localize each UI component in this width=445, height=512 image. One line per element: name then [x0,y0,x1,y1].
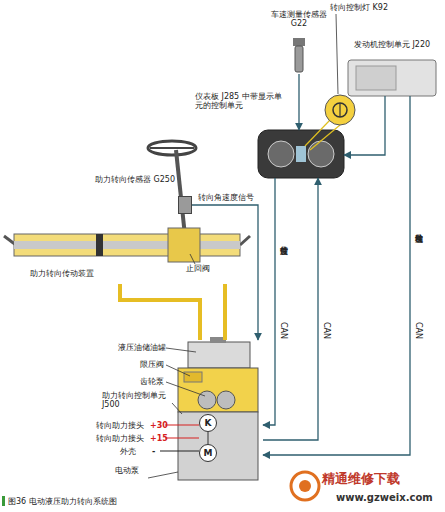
relay-circle: K [199,414,217,432]
node-text: 发动机控制单元 J220 [340,40,444,49]
part-label: CAN [322,322,331,339]
speed-sensor-drawing [293,38,305,72]
signal-line [344,96,385,155]
piston [96,234,103,256]
figure-caption: 图36 电动液压助力转向系统图 [8,497,208,506]
ecu-connector [356,66,396,90]
lamp-symbol [339,103,340,117]
node-text: 助力转向传动装置 [30,269,130,278]
steering-wheel [148,141,196,236]
part-label: 限压阀 [140,360,180,369]
cluster-housing [258,130,344,178]
steering-gear: 助力转向传动装置 [8,222,258,284]
leader-line [148,472,178,478]
wire [165,437,199,438]
part-label: 外壳 [120,447,150,456]
lamp-symbol [333,103,347,117]
signal-line [263,178,275,425]
watermark-logo [299,480,311,492]
sensor-body [295,46,303,72]
part-label: www.gzweix.com [336,492,444,504]
reservoir [188,342,250,368]
part-label: CAN [414,322,423,339]
circle-text: M [200,445,216,461]
node-text: 车速测量传感器 G22 [265,10,333,28]
part-label: 助力转向控制单元 J500 [102,391,174,409]
node-text: 助力转向传感器 G250 [91,175,175,184]
circle-text: K [200,415,216,431]
pump-drawing [148,337,258,480]
caption-bar [2,496,5,506]
part-label: 液压油储油罐 [118,343,178,352]
speed-sensor: 车速测量传感器 G22 [290,38,308,74]
steering-sensor: 助力转向传感器 G250 [178,196,192,214]
relief-valve [184,372,202,382]
sensor-connector [293,38,305,46]
signal-line [298,74,299,130]
gauge [268,141,294,167]
ecu-box [348,60,436,96]
motor-circle: M [199,444,217,462]
magnifier-line [305,120,330,146]
node-text: 仪表板 J285 中带显示单元的控制单元 [195,92,289,110]
electric-pump: 电动泵KM [175,340,263,480]
part-label: 转向助力接头 [96,421,150,430]
part-label: 转向助力接头 [96,434,150,443]
display [296,146,306,162]
magnifier-line [310,125,340,150]
steering-gear-drawing [4,228,250,264]
gear [217,391,235,409]
watermark-logo [291,472,319,500]
tie-rod [240,236,250,245]
part-label: 止回阀 [186,264,226,273]
part-label: CAN [279,322,288,339]
signal-line [263,96,410,455]
leader-line [166,348,196,352]
wheel-rim [148,141,196,155]
leader-line [166,382,205,396]
instrument-cluster: 仪表板 J285 中带显示单元的控制单元 [258,130,344,178]
warning-lamp [325,95,355,125]
leader-line [336,14,338,94]
node-text: 电动泵 [115,466,155,475]
part-label: 精通维修下载 [322,472,442,487]
part-label: - [152,447,164,456]
part-label: +15 [150,434,170,443]
pump-body [178,368,258,412]
signal-line [263,178,318,440]
rack-cylinder [14,234,240,256]
rack-bar [14,241,240,249]
ecu-drawing [348,60,436,96]
hydraulic-line [223,284,227,340]
wire [160,450,199,451]
leader-line [166,365,190,376]
leader-line [190,254,195,264]
edge-label: 转向角速度信号 [198,193,254,202]
wire [165,424,199,425]
hydraulic-line [120,284,200,340]
part-label: +30 [150,421,170,430]
gear [198,391,216,409]
wire [208,432,209,444]
gauge [308,141,334,167]
steering-column [176,150,185,236]
control-housing [178,412,258,480]
valve-body [168,228,200,262]
leader-line [172,403,182,414]
engine-control-unit: 发动机控制单元 J220 [348,60,436,96]
wheel-spoke [150,147,194,149]
part-label: 转向控制灯 K92 [330,3,440,12]
part-label: 齿轮泵 [140,377,180,386]
